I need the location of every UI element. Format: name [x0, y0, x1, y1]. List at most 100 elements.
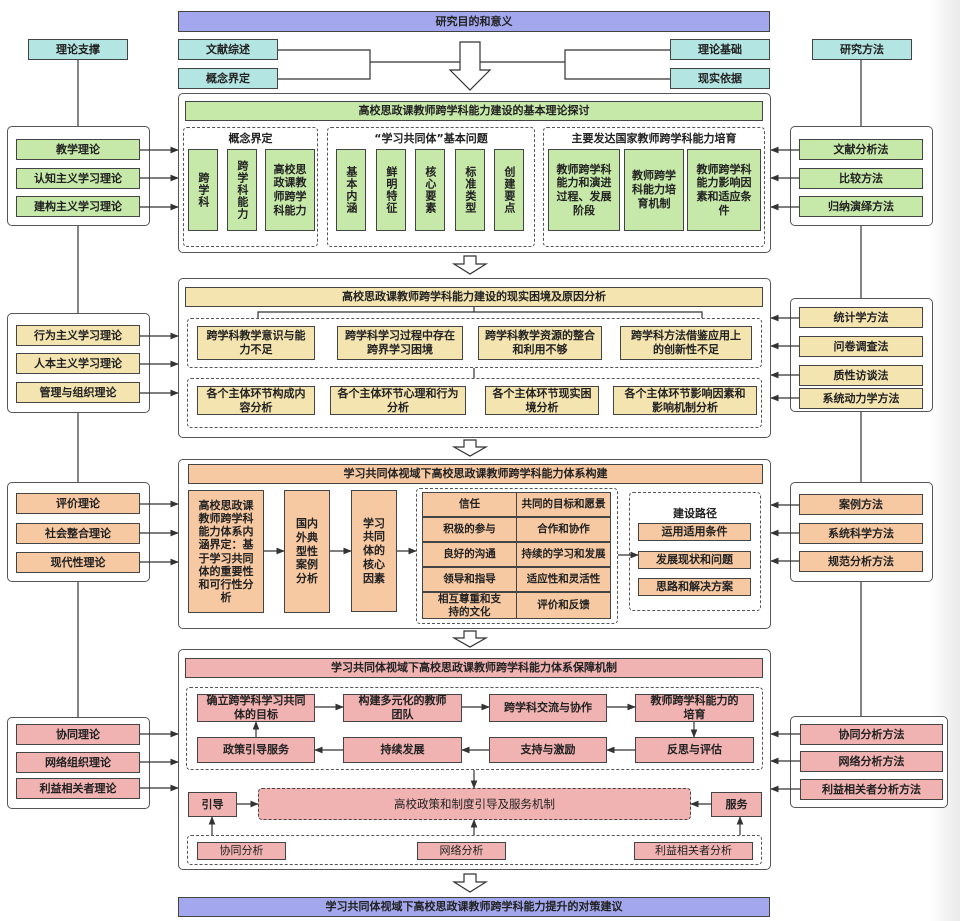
down-arrow-icon — [451, 630, 489, 648]
path-item: 思路和解决方案 — [638, 578, 751, 596]
theory-item: 认知主义学习理论 — [16, 168, 140, 189]
analysis-item: 各个主体环节现实困境分析 — [485, 386, 599, 415]
analysis-item: 各个主体环节构成内容分析 — [197, 386, 315, 415]
method-item: 统计学方法 — [799, 307, 923, 328]
down-arrow-icon — [451, 255, 489, 275]
cycle-step: 跨学科交流与协作 — [489, 694, 607, 722]
cases-box: 国内外典型性案例分析 — [284, 490, 330, 613]
analysis-box: 协同分析 — [197, 842, 286, 860]
bracket-right — [470, 49, 670, 80]
analysis-box: 利益相关者分析 — [634, 842, 753, 860]
developed-countries-title: 主要发达国家教师跨学科能力培育 — [571, 132, 737, 145]
factor-cell: 共同的目标和愿景 — [516, 492, 611, 517]
method-item: 案例方法 — [799, 494, 923, 515]
theory-item: 协同理论 — [16, 724, 140, 745]
policy-mechanism-box: 高校政策和制度引导及服务机制 — [258, 788, 691, 820]
community-item: 创建要点 — [494, 149, 524, 231]
developed-item: 教师跨学科能力培育机制 — [624, 149, 684, 231]
analysis-box: 网络分析 — [417, 842, 506, 860]
construction-path-title: 建设路径 — [673, 507, 717, 520]
difficulties-group — [187, 318, 762, 368]
factor-cell: 积极的参与 — [422, 517, 517, 542]
theoretical-basis-box: 理论基础 — [670, 39, 770, 60]
bracket-left — [278, 49, 470, 80]
concept-group-title: 概念界定 — [228, 132, 273, 145]
construction-path-group — [629, 492, 761, 611]
theory-item: 人本主义学习理论 — [16, 353, 140, 374]
analysis-item: 各个主体环节影响因素和影响机制分析 — [613, 386, 757, 415]
theory-item: 行为主义学习理论 — [16, 325, 140, 346]
difficulty-item: 跨学科方法借鉴应用上的创新性不足 — [620, 326, 752, 360]
analysis-group — [187, 378, 762, 428]
community-group — [327, 127, 535, 247]
down-arrow-icon — [451, 439, 489, 457]
concept-item: 高校思政课教师跨学科能力 — [265, 149, 315, 231]
factor-cell: 适应性和灵活性 — [516, 567, 611, 592]
community-item: 基本内涵 — [336, 149, 366, 231]
theory-support-header: 理论支撑 — [28, 39, 128, 60]
path-item: 运用适用条件 — [638, 523, 751, 541]
theory-item: 教学理论 — [16, 139, 140, 160]
cycle-step: 政策引导服务 — [197, 737, 315, 763]
theory-item: 现代性理论 — [16, 552, 140, 573]
cycle-step: 教师跨学科能力的培育 — [635, 694, 754, 722]
theory-item: 利益相关者理论 — [16, 778, 140, 799]
developed-item: 教师跨学科能力和演进过程、发展阶段 — [548, 149, 620, 231]
guide-box: 引导 — [188, 792, 237, 817]
concept-item: 跨学科 — [188, 149, 218, 231]
community-item: 核心要素 — [415, 149, 445, 231]
section2-title: 高校思政课教师跨学科能力建设的现实困境及原因分析 — [185, 287, 763, 307]
analysis-item: 各个主体环节心理和行为分析 — [330, 386, 466, 415]
difficulty-item: 跨学科学习过程中存在跨界学习困境 — [337, 326, 463, 360]
down-arrow-icon — [448, 41, 492, 91]
difficulty-item: 跨学科教学意识与能力不足 — [197, 326, 315, 360]
community-item: 鲜明特征 — [376, 149, 406, 231]
factor-cell: 相互尊重和支持的文化 — [422, 592, 517, 619]
down-arrow-icon — [451, 873, 489, 893]
definition-box: 高校思政课教师跨学科能力体系内涵界定：基于学习共同体的重要性和可行性分析 — [188, 490, 264, 613]
concept-item: 跨学科能力 — [227, 149, 257, 231]
method-item: 问卷调查法 — [799, 336, 923, 357]
section3-title: 学习共同体视域下高校思政课教师跨学科能力体系构建 — [188, 464, 763, 484]
section4-title: 学习共同体视域下高校思政课教师跨学科能力体系保障机制 — [185, 658, 763, 678]
method-item: 质性访谈法 — [799, 365, 923, 386]
method-item: 归纳演绎方法 — [799, 196, 923, 217]
developed-item: 教师跨学科能力影响因素和适应条件 — [687, 149, 761, 231]
theory-item: 社会整合理论 — [16, 523, 140, 544]
concept-definition-box: 概念界定 — [178, 68, 278, 89]
theory-item: 管理与组织理论 — [16, 382, 140, 403]
method-item: 利益相关者分析方法 — [800, 779, 943, 800]
factor-cell: 持续的学习和发展 — [516, 542, 611, 567]
path-item: 发展现状和问题 — [638, 551, 751, 569]
cycle-step: 确立跨学科学习共同体的目标 — [197, 694, 315, 722]
factor-cell: 合作和协作 — [516, 517, 611, 542]
method-item: 网络分析方法 — [800, 751, 943, 772]
method-item: 系统科学方法 — [799, 523, 923, 544]
research-purpose-box: 研究目的和意义 — [178, 11, 770, 32]
analysis-methods-group — [187, 835, 762, 865]
factor-cell: 领导和指导 — [422, 567, 517, 592]
cycle-step: 构建多元化的教师团队 — [343, 694, 462, 722]
community-group-title: “学习共同体”基本问题 — [374, 132, 488, 145]
core-factors-box: 学习共同体的核心因素 — [351, 490, 397, 612]
method-item: 系统动力学方法 — [799, 388, 923, 409]
cycle-group — [186, 687, 763, 770]
cycle-step: 反思与评估 — [635, 737, 754, 763]
method-item: 文献分析法 — [799, 139, 923, 160]
factors-group — [416, 488, 618, 624]
method-item: 比较方法 — [799, 168, 923, 189]
research-method-header: 研究方法 — [812, 39, 912, 60]
practical-basis-box: 现实依据 — [670, 68, 770, 89]
method-item: 规范分析方法 — [799, 551, 923, 572]
countermeasures-box: 学习共同体视域下高校思政课教师跨学科能力提升的对策建议 — [178, 897, 770, 917]
theory-item: 建构主义学习理论 — [16, 196, 140, 217]
section1-title: 高校思政课教师跨学科能力建设的基本理论探讨 — [185, 101, 763, 121]
community-item: 标准类型 — [455, 149, 485, 231]
difficulty-item: 跨学科教学资源的整合和利用不够 — [478, 326, 602, 360]
factor-cell: 评价和反馈 — [516, 592, 611, 619]
concept-group — [183, 127, 318, 247]
literature-review-box: 文献综述 — [178, 39, 278, 60]
cycle-step: 支持与激励 — [489, 737, 607, 763]
factor-cell: 良好的沟通 — [422, 542, 517, 567]
cycle-step: 持续发展 — [343, 737, 462, 763]
